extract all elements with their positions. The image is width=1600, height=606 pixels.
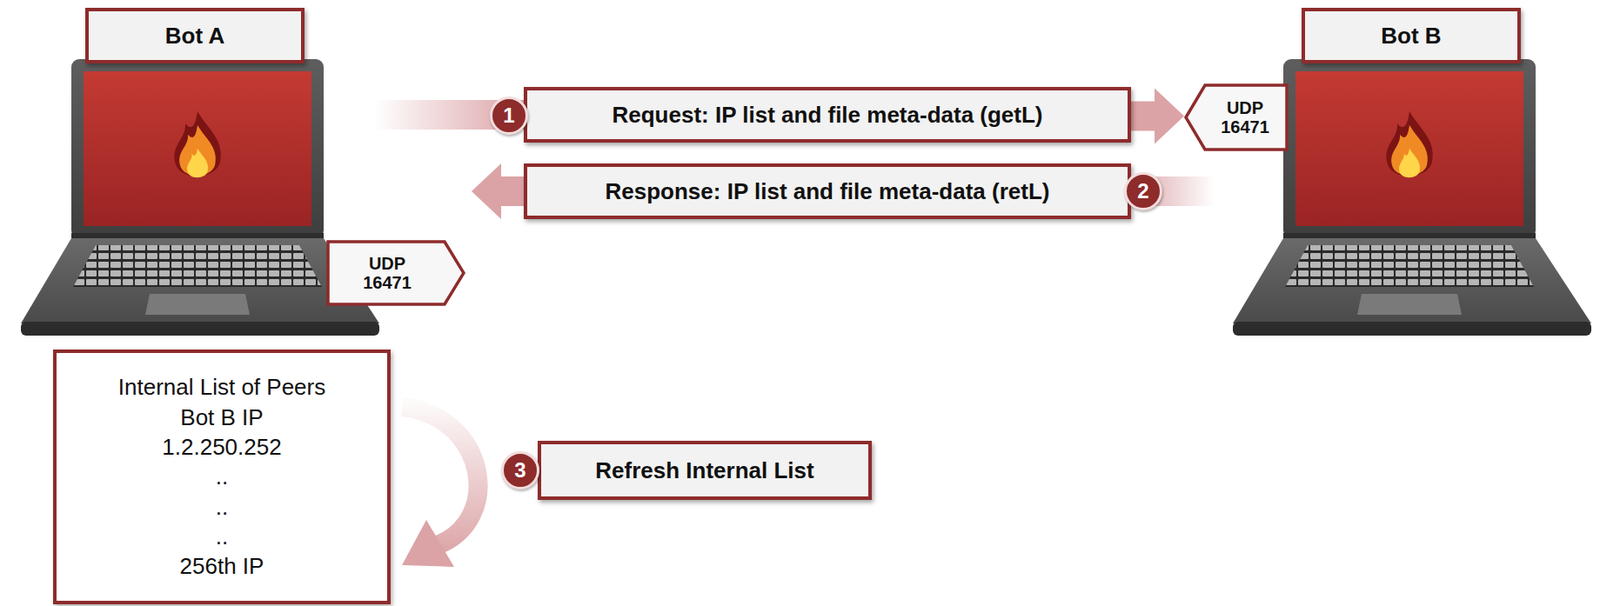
arrow-tail (1127, 176, 1215, 207)
laptop (20, 59, 380, 336)
node-text: 256th IP (180, 551, 265, 582)
node-text: 1 (502, 103, 515, 128)
node-text: Bot B (1380, 22, 1441, 50)
bot-label: Bot B (1301, 7, 1521, 64)
tag-shape (1185, 85, 1287, 150)
node-text: .. (215, 522, 228, 552)
refresh-arrowhead (401, 520, 455, 568)
peer-list: Internal List of PeersBot B IP1.2.250.25… (53, 349, 391, 605)
node-text: Refresh Internal List (595, 457, 814, 485)
bot-label: Bot A (85, 7, 305, 64)
action-box: Refresh Internal List (537, 441, 872, 501)
message-box: Response: IP list and file meta-data (re… (523, 163, 1132, 220)
message-box: Request: IP list and file meta-data (get… (523, 87, 1132, 143)
node-text: .. (215, 461, 228, 492)
arrow-tail (374, 100, 527, 130)
step-number: 3 (501, 451, 540, 490)
node-text: UDP 16471 (1205, 98, 1285, 137)
port-tag: UDP 16471 (326, 240, 466, 307)
port-tag: UDP 16471 (1184, 83, 1289, 152)
node-text: Bot A (165, 22, 225, 50)
step-number: 2 (1124, 172, 1163, 211)
tag-shape (328, 241, 464, 305)
node-text: Internal List of Peers (118, 372, 326, 402)
node-text: .. (215, 492, 228, 523)
refresh-arrow (401, 407, 479, 547)
step-number: 1 (489, 96, 529, 135)
node-text: 3 (514, 458, 526, 483)
response-arrow (471, 163, 528, 220)
node-text: Bot B IP (180, 402, 263, 433)
node-text: UDP 16471 (348, 254, 427, 293)
node-text: Response: IP list and file meta-data (re… (605, 178, 1051, 206)
node-text: Request: IP list and file meta-data (get… (611, 101, 1043, 129)
request-arrow (1131, 88, 1185, 145)
node-text: 2 (1137, 179, 1149, 204)
node-text: 1.2.250.252 (161, 432, 282, 462)
